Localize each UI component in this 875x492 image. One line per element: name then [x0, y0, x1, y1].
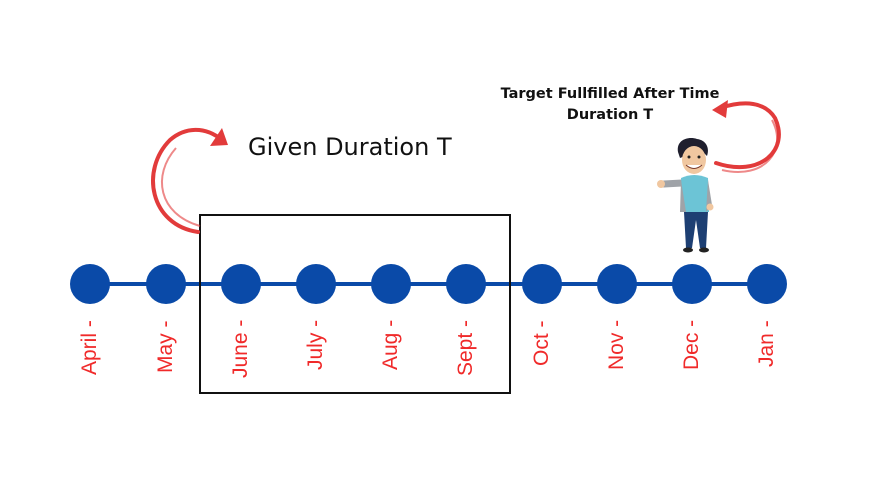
timeline-node-8: [597, 264, 637, 304]
month-label: Jan -: [755, 320, 778, 367]
target-fulfilled-label: Target Fullfilled After Time Duration T: [500, 84, 720, 126]
timeline-node-1: [70, 264, 110, 304]
month-label: Aug -: [379, 319, 402, 370]
month-label: Oct -: [530, 320, 553, 367]
timeline-node-5: [371, 264, 411, 304]
month-label: Nov -: [605, 319, 628, 370]
duration-box: [199, 214, 511, 394]
timeline-node-7: [522, 264, 562, 304]
timeline-nodes: [70, 264, 787, 304]
person-pointing-icon: [657, 138, 714, 253]
month-label: June -: [229, 319, 252, 378]
month-label: July -: [304, 319, 327, 370]
timeline-node-10: [747, 264, 787, 304]
target-label-line1: Target Fullfilled After Time: [500, 86, 720, 102]
month-label: May -: [154, 320, 177, 374]
month-label: Dec -: [680, 319, 703, 370]
month-label: Sept -: [454, 319, 477, 376]
month-label: April -: [78, 320, 101, 375]
timeline-node-3: [221, 264, 261, 304]
timeline-node-4: [296, 264, 336, 304]
timeline-node-6: [446, 264, 486, 304]
timeline-node-2: [146, 264, 186, 304]
given-duration-label: Given Duration T: [248, 133, 452, 161]
target-label-line2: Duration T: [566, 107, 654, 123]
curved-arrow-icon: [712, 100, 781, 173]
curved-arrow-icon: [151, 127, 228, 234]
timeline-node-9: [672, 264, 712, 304]
